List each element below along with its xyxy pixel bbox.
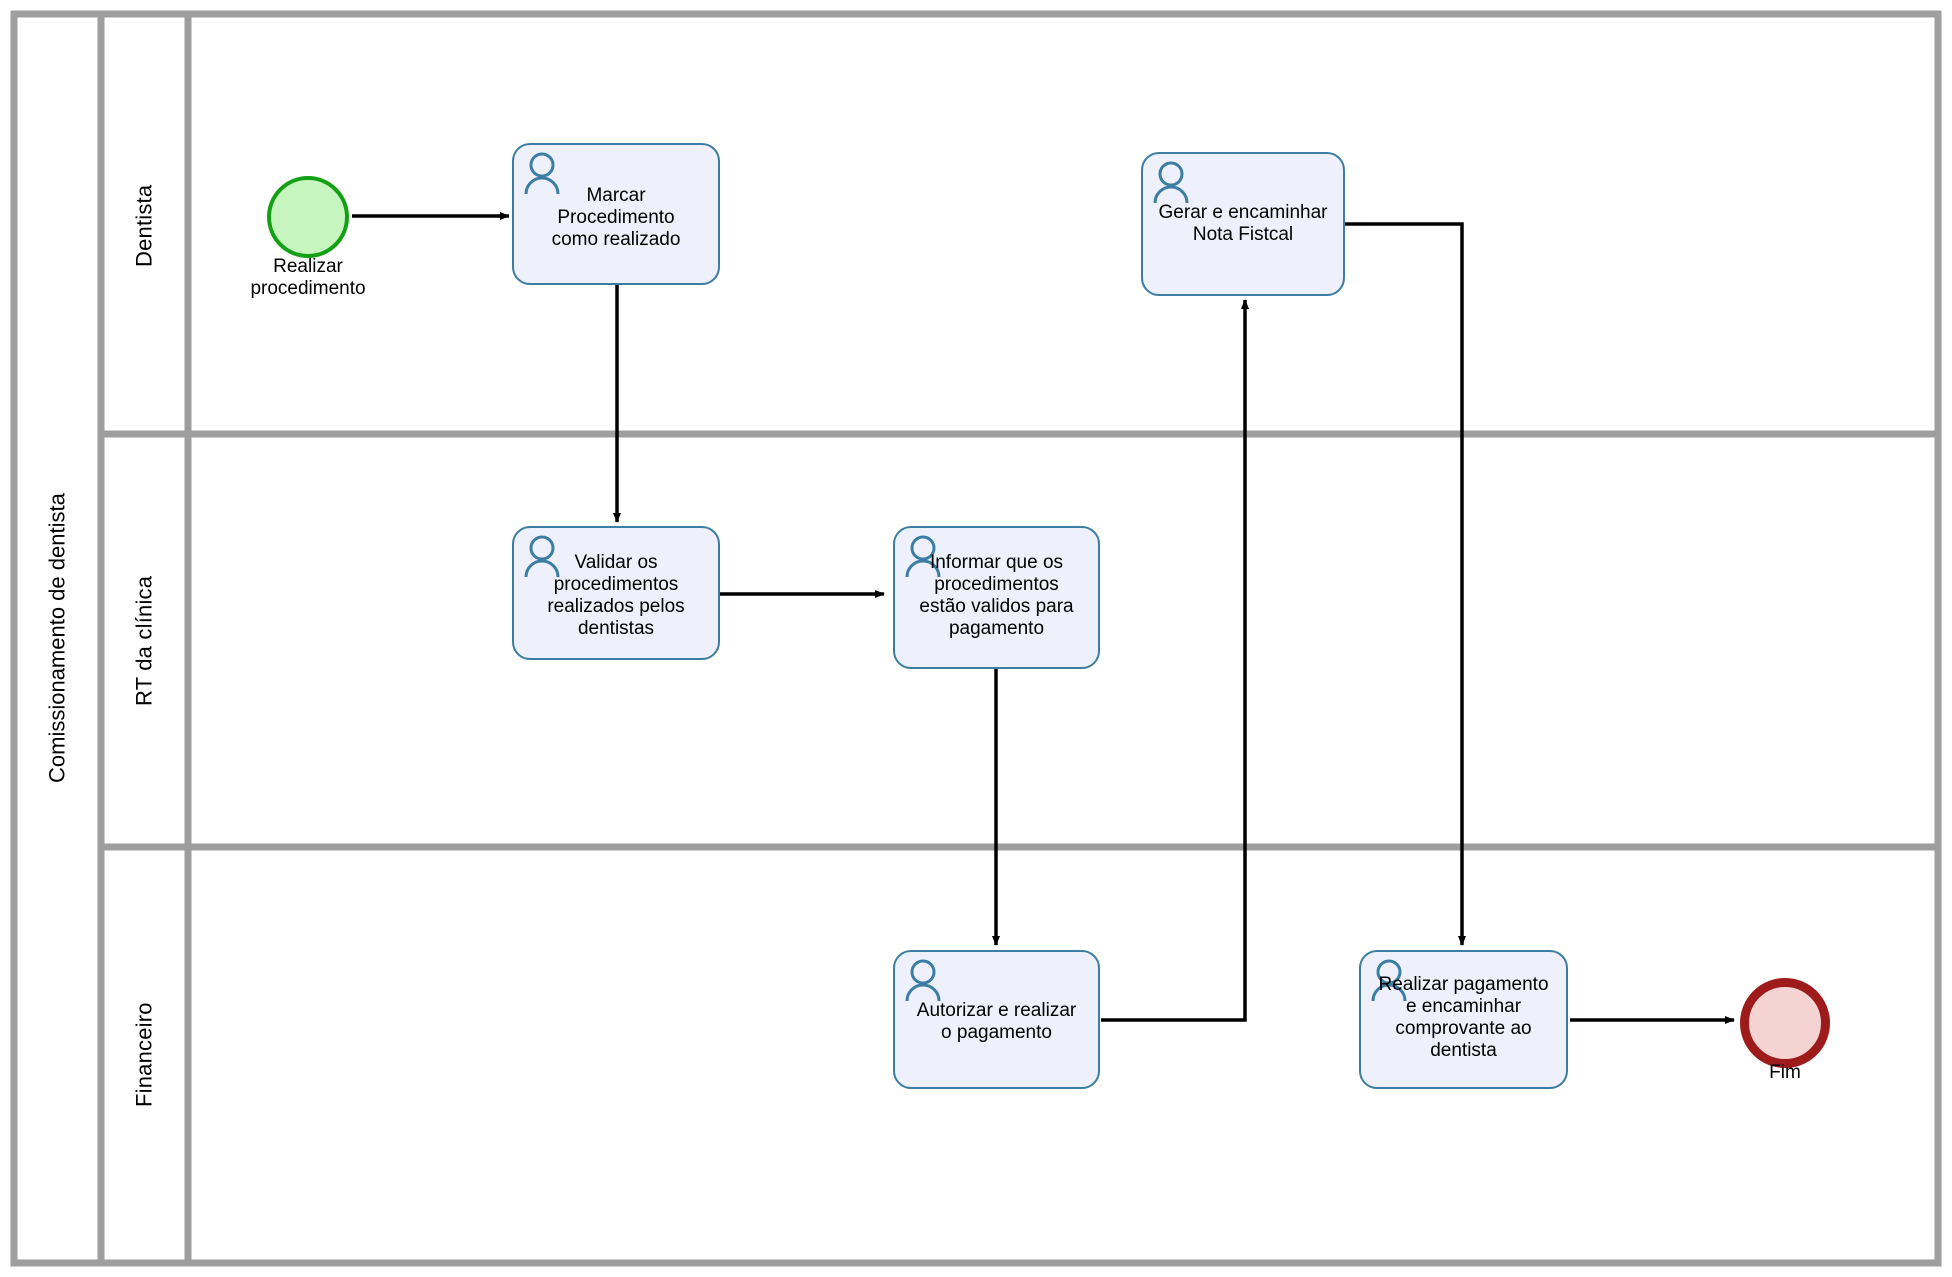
user-icon	[1369, 958, 1409, 1007]
pool-frame	[10, 10, 1942, 1267]
lane-label-dentista: Dentista	[131, 184, 157, 267]
lane-separators	[101, 430, 1938, 851]
start-event-label: Realizar procedimento	[250, 256, 366, 299]
lane-label-financeiro: Financeiro	[131, 1002, 157, 1108]
user-icon	[903, 534, 943, 583]
end-event-label: Fim	[1769, 1062, 1801, 1083]
task-autorizar-pagamento[interactable]: Autorizar e realizar o pagamento	[893, 950, 1100, 1089]
task-label: Gerar e encaminhar Nota Fistcal	[1158, 202, 1328, 245]
user-icon	[522, 534, 562, 583]
pool-label: Comissionamento de dentista	[44, 493, 70, 784]
start-event[interactable]	[267, 176, 349, 258]
flow-autorizar-to-nota	[1101, 299, 1249, 1022]
task-marcar-procedimento[interactable]: Marcar Procedimento como realizado	[512, 143, 720, 285]
end-event[interactable]	[1740, 978, 1830, 1068]
task-informar-validos[interactable]: Informar que os procedimentos estão vali…	[893, 526, 1100, 669]
task-label: Marcar Procedimento como realizado	[551, 185, 681, 250]
task-label: Realizar pagamento e encaminhar comprova…	[1378, 974, 1549, 1061]
task-realizar-pagamento[interactable]: Realizar pagamento e encaminhar comprova…	[1359, 950, 1568, 1089]
task-label: Informar que os procedimentos estão vali…	[919, 552, 1074, 639]
task-label: Validar os procedimentos realizados pelo…	[547, 552, 685, 639]
task-gerar-nota-fiscal[interactable]: Gerar e encaminhar Nota Fistcal	[1141, 152, 1345, 296]
flow-nota-to-realizar	[1345, 222, 1466, 946]
user-icon	[522, 151, 562, 200]
user-icon	[903, 958, 943, 1007]
user-icon	[1151, 160, 1191, 209]
lane-label-rt-clinica: RT da clínica	[131, 575, 157, 706]
task-validar-procedimentos[interactable]: Validar os procedimentos realizados pelo…	[512, 526, 720, 660]
task-label: Autorizar e realizar o pagamento	[916, 1000, 1077, 1043]
